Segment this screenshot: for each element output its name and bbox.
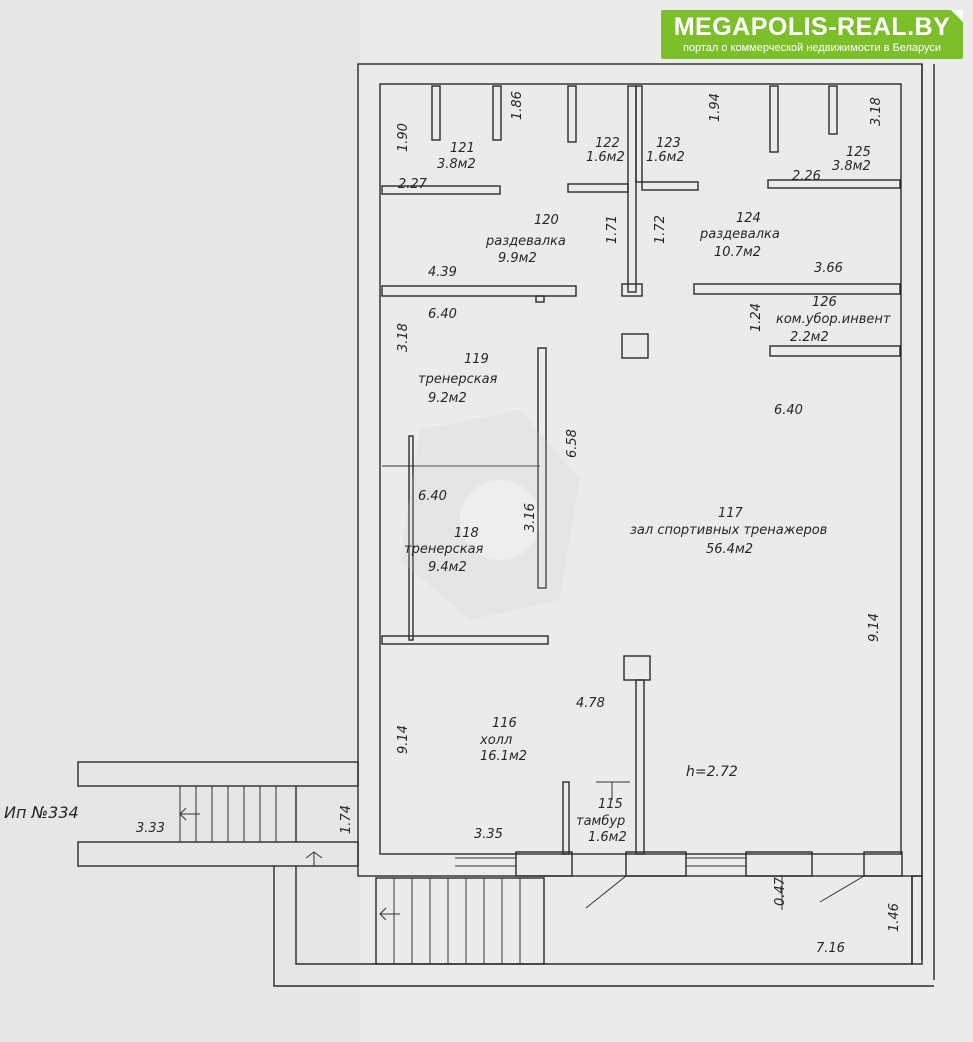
svg-text:2.2м2: 2.2м2 [790, 330, 829, 345]
svg-text:3.18: 3.18 [396, 323, 411, 352]
svg-text:ком.убор.инвент: ком.убор.инвент [776, 312, 891, 327]
room-118-label: 118 тренерская 9.4м2 [404, 526, 484, 575]
room-122-label: 122 1.6м2 [586, 136, 625, 165]
room-124-label: 124 раздевалка 10.7м2 [699, 211, 780, 260]
brand-tagline: портал о коммерческой недвижимости в Бел… [682, 42, 942, 54]
svg-text:126: 126 [812, 295, 837, 310]
room-119-label: 119 тренерская 9.2м2 [418, 352, 498, 406]
watermark-logo [400, 410, 580, 620]
svg-text:1.86: 1.86 [510, 91, 525, 120]
svg-text:1.94: 1.94 [708, 93, 723, 122]
room-115-label: 115 тамбур 1.6м2 [576, 797, 627, 845]
svg-text:1.46: 1.46 [887, 903, 902, 932]
svg-text:56.4м2: 56.4м2 [706, 542, 753, 557]
paper-shade [0, 0, 360, 1042]
room-116-label: 116 холл 16.1м2 [479, 716, 527, 764]
svg-text:тренерская: тренерская [404, 542, 484, 557]
svg-text:тамбур: тамбур [576, 814, 625, 829]
staircase-left [77, 761, 359, 867]
svg-text:6.40: 6.40 [774, 403, 803, 418]
room-123-label: 123 1.6м2 [646, 136, 685, 165]
brand-name: MEGAPOLIS-REAL.BY [673, 13, 951, 41]
svg-text:2.27: 2.27 [398, 177, 428, 192]
svg-text:тренерская: тренерская [418, 372, 498, 387]
svg-text:1.74: 1.74 [339, 805, 354, 834]
svg-text:124: 124 [736, 211, 761, 226]
svg-text:9.14: 9.14 [867, 613, 882, 642]
svg-text:1.6м2: 1.6м2 [646, 150, 685, 165]
svg-text:125: 125 [846, 145, 871, 160]
svg-text:3.8м2: 3.8м2 [832, 159, 871, 174]
svg-text:121: 121 [450, 141, 475, 156]
svg-text:1.6м2: 1.6м2 [588, 830, 627, 845]
svg-text:1.72: 1.72 [653, 215, 668, 244]
ceiling-height-label: h=2.72 [686, 764, 738, 780]
svg-text:1.90: 1.90 [396, 123, 411, 152]
room-117-label: 117 зал спортивных тренажеров 56.4м2 [630, 506, 827, 557]
svg-text:3.35: 3.35 [474, 827, 503, 842]
svg-text:4.39: 4.39 [428, 265, 457, 280]
dimension-labels: 1.90 1.86 1.94 3.18 2.27 2.26 1.71 1.72 … [136, 91, 902, 956]
svg-text:холл: холл [479, 733, 512, 748]
svg-text:6.40: 6.40 [418, 489, 447, 504]
svg-text:3.18: 3.18 [869, 97, 884, 126]
interior-walls [381, 85, 903, 910]
room-121-label: 121 3.8м2 [437, 141, 476, 172]
svg-text:9.2м2: 9.2м2 [428, 391, 467, 406]
svg-text:115: 115 [598, 797, 623, 812]
svg-text:3.33: 3.33 [136, 821, 165, 836]
svg-text:1.71: 1.71 [605, 215, 620, 244]
svg-text:0.47: 0.47 [773, 876, 788, 906]
svg-text:раздевалка: раздевалка [485, 234, 566, 249]
svg-text:6.58: 6.58 [565, 429, 580, 458]
svg-text:9.9м2: 9.9м2 [498, 251, 537, 266]
svg-text:122: 122 [595, 136, 620, 151]
svg-text:116: 116 [492, 716, 517, 731]
svg-text:3.66: 3.66 [814, 261, 843, 276]
brand-badge[interactable]: MEGAPOLIS-REAL.BY портал о коммерческой … [661, 10, 963, 59]
svg-text:118: 118 [454, 526, 479, 541]
svg-text:16.1м2: 16.1м2 [480, 749, 527, 764]
svg-text:7.16: 7.16 [816, 941, 845, 956]
svg-text:3.16: 3.16 [523, 503, 538, 532]
room-120-label: 120 раздевалка 9.9м2 [485, 213, 566, 266]
svg-text:2.26: 2.26 [792, 169, 821, 184]
svg-text:10.7м2: 10.7м2 [714, 245, 761, 260]
badge-corner [951, 10, 963, 22]
svg-text:117: 117 [718, 506, 744, 521]
svg-text:120: 120 [534, 213, 559, 228]
staircase-bottom [273, 866, 934, 987]
inventory-number-label: Ип №334 [4, 803, 79, 822]
svg-text:1.6м2: 1.6м2 [586, 150, 625, 165]
room-126-label: 126 ком.убор.инвент 2.2м2 [776, 295, 891, 345]
room-125-label: 125 3.8м2 [832, 145, 871, 174]
svg-text:зал спортивных тренажеров: зал спортивных тренажеров [630, 523, 827, 538]
svg-text:9.4м2: 9.4м2 [428, 560, 467, 575]
svg-text:9.14: 9.14 [396, 725, 411, 754]
svg-text:4.78: 4.78 [576, 696, 605, 711]
svg-text:3.8м2: 3.8м2 [437, 157, 476, 172]
svg-text:1.24: 1.24 [749, 303, 764, 332]
svg-text:6.40: 6.40 [428, 307, 457, 322]
svg-text:123: 123 [656, 136, 681, 151]
room-labels: 121 3.8м2 122 1.6м2 123 1.6м2 125 3.8м2 … [404, 136, 891, 845]
svg-text:раздевалка: раздевалка [699, 227, 780, 242]
svg-text:119: 119 [464, 352, 489, 367]
